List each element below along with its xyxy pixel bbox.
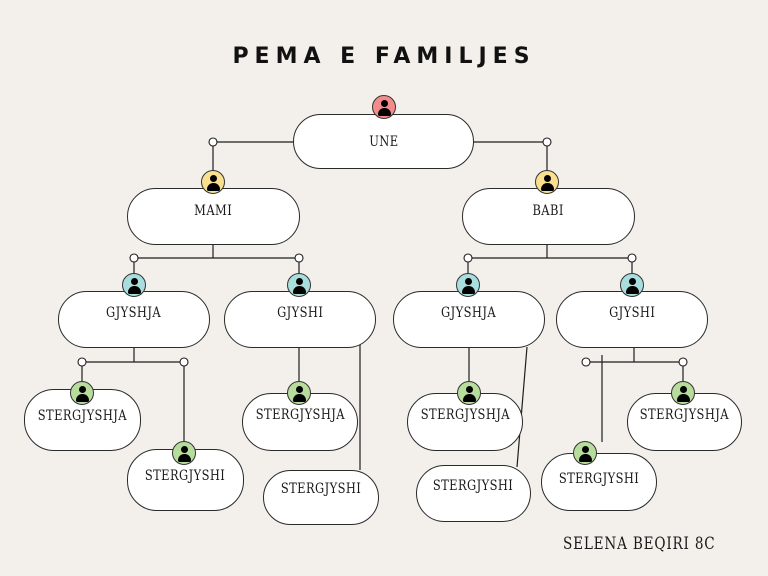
- node-label: STERGJYSHI: [145, 468, 226, 484]
- node-label: GJYSHI: [276, 305, 324, 321]
- node-label: STERGJYSHI: [280, 481, 362, 497]
- node-label: GJYSHI: [608, 305, 656, 321]
- node-label: STERGJYSHJA: [37, 408, 128, 424]
- person-icon: [457, 381, 481, 405]
- node-great-grandfather-3[interactable]: STERGJYSHI: [416, 465, 531, 522]
- node-great-grandfather-4[interactable]: STERGJYSHI: [541, 453, 657, 511]
- node-label: STERGJYSHJA: [639, 407, 730, 423]
- node-paternal-grandfather[interactable]: GJYSHI: [556, 291, 708, 348]
- node-paternal-grandmother[interactable]: GJYSHJA: [393, 291, 545, 348]
- node-label: GJYSHJA: [441, 305, 497, 321]
- node-label: STERGJYSHI: [433, 478, 514, 494]
- person-icon: [671, 381, 695, 405]
- diagram-title: PEMA E FAMILJES: [232, 44, 536, 69]
- person-icon: [287, 273, 311, 297]
- node-father[interactable]: BABI: [462, 188, 635, 245]
- node-mother[interactable]: MAMI: [127, 188, 300, 245]
- person-icon: [372, 95, 396, 119]
- node-label: MAMI: [194, 203, 233, 219]
- person-icon: [172, 441, 196, 465]
- person-icon: [535, 170, 559, 194]
- node-maternal-grandfather[interactable]: GJYSHI: [224, 291, 376, 348]
- person-icon: [70, 381, 94, 405]
- person-icon: [620, 273, 644, 297]
- author-signature: SELENA BEQIRI 8C: [563, 534, 716, 554]
- person-icon: [201, 170, 225, 194]
- node-maternal-grandmother[interactable]: GJYSHJA: [58, 291, 210, 348]
- node-label: STERGJYSHJA: [420, 407, 510, 423]
- person-icon: [573, 441, 597, 465]
- node-self[interactable]: UNE: [293, 114, 474, 169]
- person-icon: [287, 381, 311, 405]
- node-great-grandfather-2[interactable]: STERGJYSHI: [263, 470, 379, 525]
- node-label: STERGJYSHJA: [255, 407, 345, 423]
- node-label: GJYSHJA: [106, 305, 162, 321]
- node-label: UNE: [368, 134, 399, 150]
- node-label: BABI: [532, 203, 565, 219]
- person-icon: [456, 273, 480, 297]
- person-icon: [122, 273, 146, 297]
- node-label: STERGJYSHI: [558, 471, 640, 487]
